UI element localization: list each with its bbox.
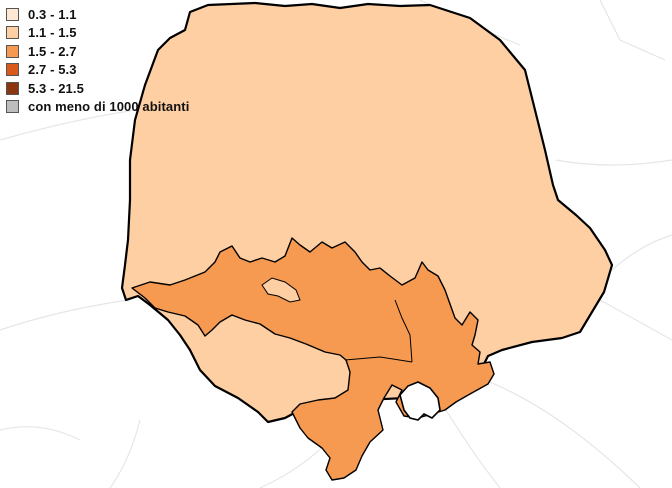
legend-label: 0.3 - 1.1 (28, 6, 77, 22)
legend-label: 1.1 - 1.5 (28, 25, 77, 41)
bg-line (599, 299, 672, 341)
bg-line (0, 426, 81, 441)
legend-swatch (6, 44, 19, 58)
legend-item: 1.5 - 2.7 (6, 43, 189, 59)
legend-item: 5.3 - 21.5 (6, 80, 189, 96)
bg-line (439, 399, 501, 488)
legend-item: 1.1 - 1.5 (6, 25, 189, 41)
region-south (131, 237, 495, 481)
bg-line (599, 0, 666, 61)
legend-label: 2.7 - 5.3 (28, 62, 77, 78)
bg-line (259, 439, 331, 488)
legend: 0.3 - 1.1 1.1 - 1.5 1.5 - 2.7 2.7 - 5.3 … (6, 6, 189, 115)
legend-item: 2.7 - 5.3 (6, 62, 189, 78)
legend-swatch (6, 81, 19, 95)
boundary-line (394, 299, 413, 363)
bg-line (109, 419, 141, 488)
boundary-line (344, 356, 413, 363)
light-enclave (261, 277, 301, 303)
harbor-area (399, 381, 441, 421)
legend-label: 1.5 - 2.7 (28, 43, 77, 59)
bg-line (555, 159, 672, 166)
legend-item: con meno di 1000 abitanti (6, 99, 189, 115)
legend-swatch (6, 63, 19, 77)
legend-swatch (6, 26, 19, 40)
bg-line (611, 234, 672, 271)
bg-line (484, 379, 641, 488)
bg-line (0, 299, 129, 331)
legend-swatch (6, 7, 19, 21)
legend-item: 0.3 - 1.1 (6, 6, 189, 22)
legend-swatch (6, 100, 19, 114)
internal-boundaries (344, 299, 413, 363)
bg-line (0, 109, 136, 141)
legend-label: 5.3 - 21.5 (28, 80, 84, 96)
legend-label: con meno di 1000 abitanti (28, 99, 190, 115)
